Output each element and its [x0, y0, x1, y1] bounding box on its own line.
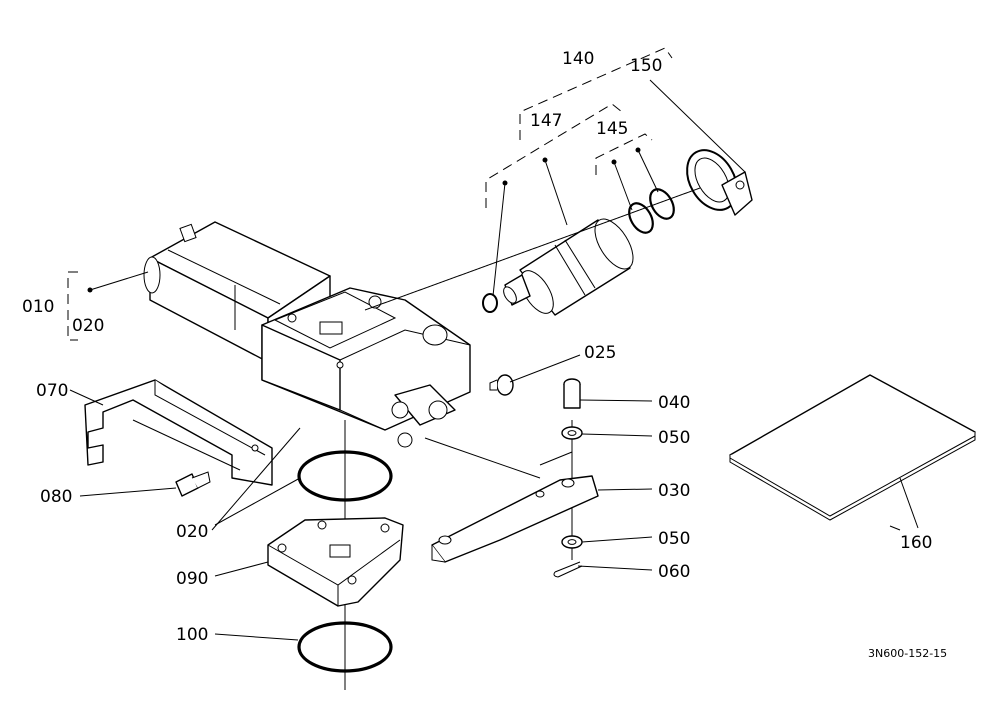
bolt-025 [489, 374, 514, 396]
oring-145b [649, 188, 675, 220]
bracket-145 [595, 133, 653, 175]
clip-060 [553, 561, 583, 578]
clamp-150 [686, 149, 753, 216]
bracket-070 [84, 379, 273, 486]
lever-030 [431, 475, 599, 563]
callout-020-bottom: 020 [176, 522, 208, 542]
leader-dot [635, 147, 641, 153]
washer-050-bottom-hole [567, 539, 577, 545]
oring-100 [297, 621, 393, 673]
callout-145: 145 [596, 119, 628, 139]
callout-025: 025 [584, 343, 616, 363]
callout-070: 070 [36, 381, 68, 401]
drawing-code: 3N600-152-15 [868, 647, 947, 660]
bolt-080 [175, 471, 211, 497]
callout-140: 140 [562, 49, 594, 69]
callout-090: 090 [176, 569, 208, 589]
cover-plate-090 [267, 517, 404, 607]
oring-small [482, 293, 498, 313]
leader-lines [67, 79, 919, 641]
callout-080: 080 [40, 487, 72, 507]
callout-020-top: 020 [72, 316, 104, 336]
callout-010: 010 [22, 297, 54, 317]
oring-020 [297, 450, 393, 502]
callout-030: 030 [658, 481, 690, 501]
callout-160: 160 [900, 533, 932, 553]
manual-160 [729, 374, 976, 521]
leader-dot [87, 287, 93, 293]
plunger-cartridge [503, 218, 634, 316]
callout-147: 147 [530, 111, 562, 131]
callout-150: 150 [630, 56, 662, 76]
callout-050-top: 050 [658, 428, 690, 448]
pin-040 [563, 378, 581, 409]
leader-dot [611, 159, 617, 165]
washer-050-top-hole [567, 430, 577, 436]
valve-body [143, 221, 471, 448]
bracket-140 [519, 47, 673, 140]
bracket-147 [485, 103, 623, 208]
callout-060: 060 [658, 562, 690, 582]
leader-dot [542, 157, 548, 163]
leader-dot [502, 180, 508, 186]
callout-040: 040 [658, 393, 690, 413]
oring-145a [628, 202, 654, 234]
callout-050-bottom: 050 [658, 529, 690, 549]
callout-100: 100 [176, 625, 208, 645]
